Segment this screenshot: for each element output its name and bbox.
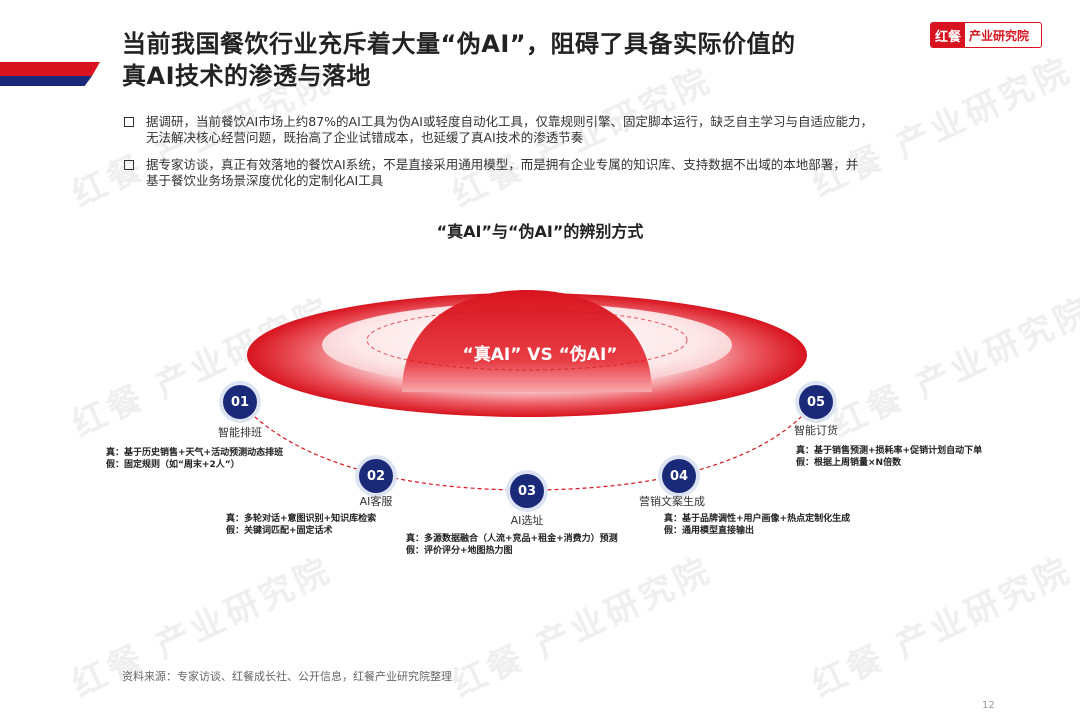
center-vs-label: “真AI” VS “伪AI” [0,340,1080,365]
node-04-fake: 假：通用模型直接输出 [664,525,850,537]
source-note: 资料来源：专家访谈、红餐成长社、公开信息，红餐产业研究院整理 [122,668,452,684]
node-04-real: 真：基于品牌调性+用户画像+热点定制化生成 [664,513,850,525]
node-02-description: 真：多轮对话+意图识别+知识库检索 假：关键词匹配+固定话术 [226,513,376,537]
node-05-description: 真：基于销售预测+损耗率+促销计划自动下单 假：根据上周销量×N倍数 [796,445,982,469]
node-01-label: 智能排班 [200,424,280,440]
node-03-label: AI选址 [487,512,567,528]
node-05-fake: 假：根据上周销量×N倍数 [796,457,982,469]
node-02-real: 真：多轮对话+意图识别+知识库检索 [226,513,376,525]
node-05-badge: 05 [799,385,833,419]
node-03-description: 真：多源数据融合（人流+竞品+租金+消费力）预测 假：评价评分+地图热力图 [406,533,618,557]
node-01-badge: 01 [223,385,257,419]
node-04-badge: 04 [662,459,696,493]
page-number: 12 [982,700,995,711]
node-05-label: 智能订货 [776,422,856,438]
node-03-fake: 假：评价评分+地图热力图 [406,545,618,557]
node-01-description: 真：基于历史销售+天气+活动预测动态排班 假：固定规则（如“周末+2人”） [106,447,283,471]
node-03-real: 真：多源数据融合（人流+竞品+租金+消费力）预测 [406,533,618,545]
node-05-real: 真：基于销售预测+损耗率+促销计划自动下单 [796,445,982,457]
node-02-label: AI客服 [336,493,416,509]
node-02-fake: 假：关键词匹配+固定话术 [226,525,376,537]
node-04-description: 真：基于品牌调性+用户画像+热点定制化生成 假：通用模型直接输出 [664,513,850,537]
node-02-badge: 02 [359,459,393,493]
node-01-fake: 假：固定规则（如“周末+2人”） [106,459,283,471]
node-01-real: 真：基于历史销售+天气+活动预测动态排班 [106,447,283,459]
node-04-label: 营销文案生成 [639,493,739,509]
node-03-badge: 03 [510,474,544,508]
